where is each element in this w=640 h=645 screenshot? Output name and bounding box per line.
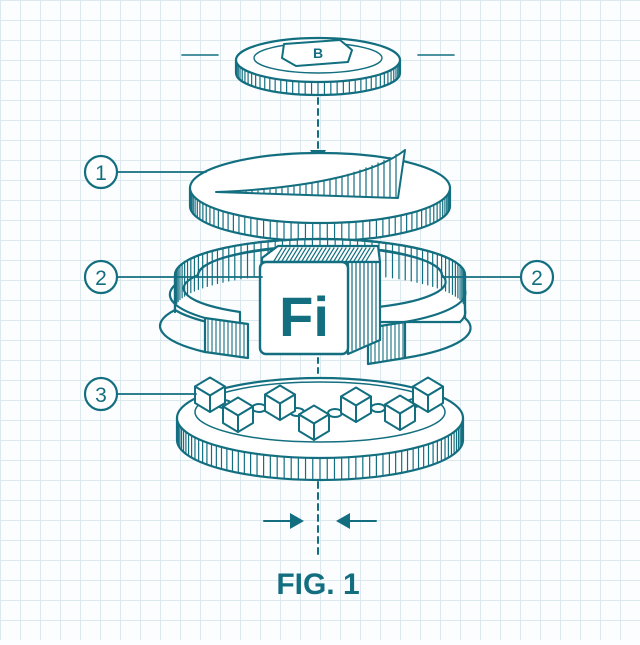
fi-block: Fi [258,244,382,356]
cube-right [279,393,296,421]
cube-right [313,413,330,441]
block-ridge [301,247,311,262]
callout-3-number: 3 [95,384,107,407]
blockchain-cube [222,396,254,433]
fi-label: Fi [279,285,329,348]
block-ridge [321,247,331,262]
cube-right [399,403,416,431]
block-ridge [341,247,351,262]
block-ridge [361,247,371,262]
top-coin: B [181,36,455,97]
block-ridge [325,247,335,262]
blockchain-cube [264,384,296,421]
block-ridge [329,247,339,262]
block-ridge [277,247,287,262]
growth-curve [215,149,406,199]
cube-right [209,385,226,413]
chain-link [327,408,343,418]
block-ridge [365,247,375,262]
block-ridge [337,247,347,262]
block-ridge [333,247,343,262]
blockchain-cube [340,386,372,423]
callout-3: 3 [83,376,197,412]
top-coin-symbol: B [313,45,323,61]
blockchain-cube [412,376,444,413]
block-ridge [353,247,363,262]
chain-link [370,403,386,413]
chain-link [251,403,267,413]
block-ridge [349,247,359,262]
cube-right [355,395,372,423]
cube-right [427,385,444,413]
block-ridge [357,247,367,262]
callout-1: 1 [83,154,207,190]
callout-2-right: 2 [441,259,555,295]
block-ridge [293,247,303,262]
callout-2-left-number: 2 [95,267,107,290]
layer-1-disc [188,149,452,243]
callout-2-left: 2 [83,259,263,295]
block-ridge [345,247,355,262]
figure-caption: FIG. 1 [276,568,359,601]
callout-1-number: 1 [95,162,107,185]
bitcoin-symbol: B [281,39,353,67]
blockchain-cube [194,376,226,413]
block-ridge [281,247,291,262]
block-ridge [297,247,307,262]
block-ridge [305,247,315,262]
cube-right [237,405,254,433]
blockchain-cube [298,404,330,441]
dimension-mark [263,481,377,557]
block-ridge [317,247,327,262]
block-ridge [285,247,295,262]
block-ridge [273,247,283,262]
blockchain-cube [384,394,416,431]
blockchain-cubes [194,376,444,441]
block-ridge [313,247,323,262]
block-ridge [309,247,319,262]
block-ridge [289,247,299,262]
callout-2-right-number: 2 [531,267,543,290]
